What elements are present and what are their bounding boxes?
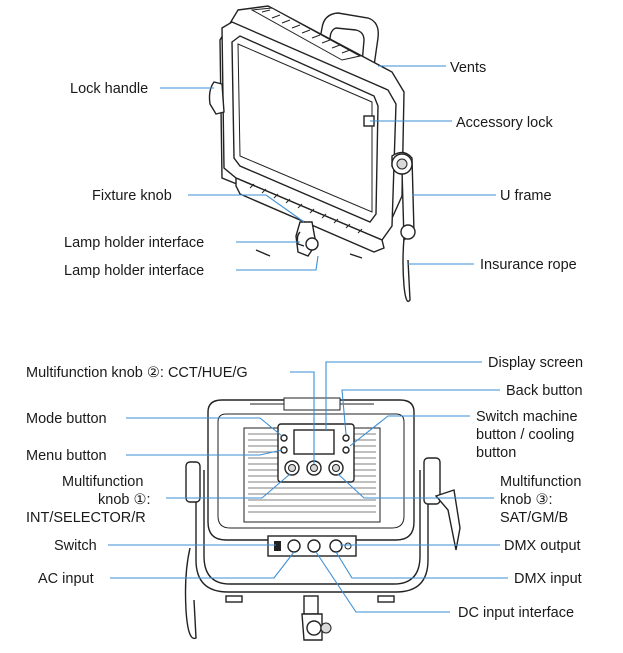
label-knob1-line1: Multifunction [62, 474, 143, 490]
label-dmx-input: DMX input [514, 571, 582, 587]
label-knob3-line3: SAT/GM/B [500, 510, 568, 526]
label-back-button: Back button [506, 383, 583, 399]
label-knob3-line2: knob ③: [500, 492, 553, 508]
label-knob3-line1: Multifunction [500, 474, 581, 490]
label-accessory-lock: Accessory lock [456, 115, 553, 131]
label-vents: Vents [450, 60, 486, 76]
label-lamp-holder-interface-1: Lamp holder interface [64, 235, 204, 251]
bottom-figure-callouts: Multifunction knob ②: CCT/HUE/G Display … [26, 355, 583, 621]
label-menu-button: Menu button [26, 448, 107, 464]
fixture-rear-drawing [184, 397, 461, 641]
label-mode-button: Mode button [26, 411, 107, 427]
label-switch-machine-1: Switch machine [476, 409, 578, 425]
label-lamp-holder-interface-2: Lamp holder interface [64, 263, 204, 279]
label-switch: Switch [54, 538, 97, 554]
label-switch-machine-2: button / cooling [476, 427, 574, 443]
label-lock-handle: Lock handle [70, 81, 148, 97]
label-u-frame: U frame [500, 188, 552, 204]
label-ac-input: AC input [38, 571, 94, 587]
top-figure-callouts: Lock handle Vents Accessory lock Fixture… [64, 60, 577, 279]
label-fixture-knob: Fixture knob [92, 188, 172, 204]
fixture-perspective-drawing [208, 5, 416, 303]
label-dmx-output: DMX output [504, 538, 581, 554]
label-switch-machine-3: button [476, 445, 516, 461]
label-display-screen: Display screen [488, 355, 583, 371]
label-knob1-line2: knob ①: [98, 492, 151, 508]
label-dc-input-interface: DC input interface [458, 605, 574, 621]
label-insurance-rope: Insurance rope [480, 257, 577, 273]
label-multifunction-knob-2: Multifunction knob ②: CCT/HUE/G [26, 365, 248, 381]
label-knob1-line3: INT/SELECTOR/R [26, 510, 146, 526]
